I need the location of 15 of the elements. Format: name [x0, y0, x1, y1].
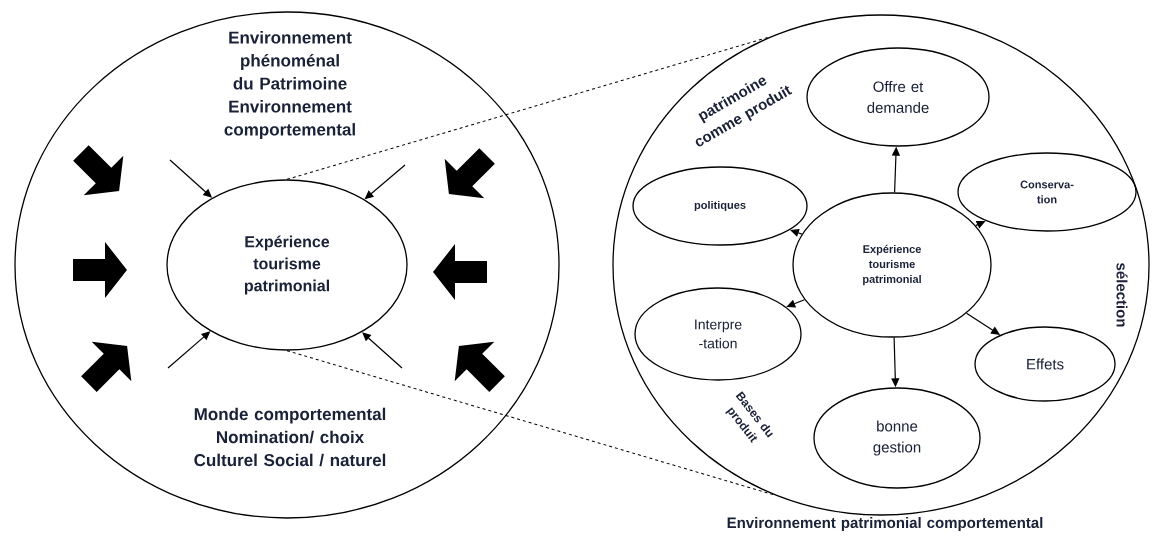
side-label: sélection	[1116, 263, 1128, 327]
ellipse-node: politiques	[632, 166, 808, 246]
caption-text: Environnement patrimonial comportemental	[727, 517, 1043, 531]
ellipse-node: bonne gestion	[813, 387, 981, 489]
arrow	[362, 332, 403, 369]
ellipse-node: Effets	[974, 326, 1116, 402]
heading-text: Monde comportemental Nomination/ choix Culturel Social / naturel	[194, 407, 386, 467]
heading-text: Environnement phénoménal du Patrimoine Environnement comportemental	[224, 31, 355, 139]
ellipse-node: Offre et demande	[806, 47, 990, 147]
ellipse-node: Expérience tourisme patrimonial	[166, 179, 408, 351]
ellipse-node: Interpre -tation	[634, 287, 802, 381]
ellipse-node: Expérience tourisme patrimonial	[792, 192, 992, 338]
arrow	[786, 299, 806, 308]
ellipse-node: Conserva- tion	[957, 152, 1137, 232]
dashed-line	[286, 36, 771, 180]
